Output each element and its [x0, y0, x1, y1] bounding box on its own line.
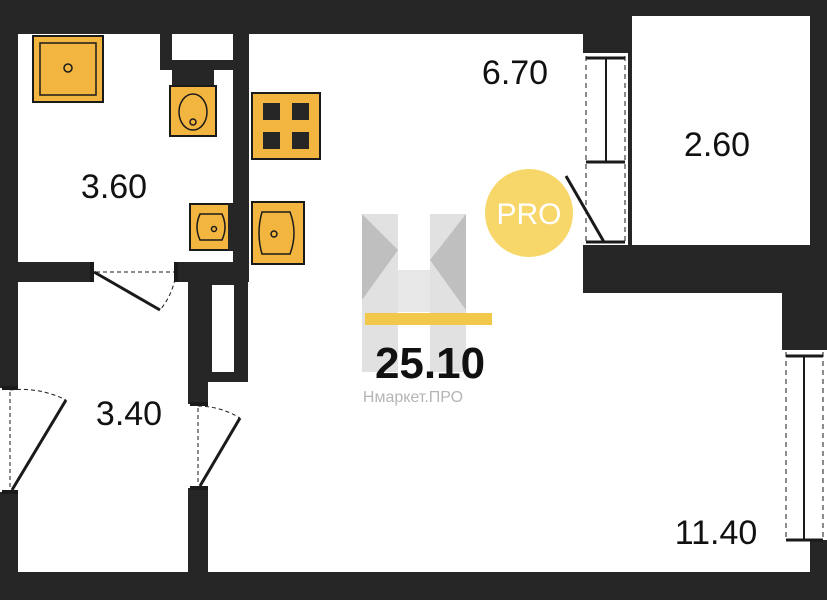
hall-door [190, 402, 242, 490]
wall-balcony-divider [628, 16, 632, 256]
wall-top [0, 0, 600, 34]
bath-door-leaf [93, 270, 161, 312]
opening-entry-door [0, 388, 18, 492]
wall-right-upper [810, 0, 827, 278]
cooktop-burner-2 [292, 103, 309, 120]
cooktop-icon [251, 92, 321, 160]
fixtures [32, 35, 321, 265]
room-area-main: 11.40 [675, 514, 758, 552]
room-area-bathroom: 3.60 [81, 168, 147, 206]
toilet-icon [169, 70, 217, 137]
total-area: 25.10 [375, 339, 485, 388]
wall-balcony-bottom [583, 245, 827, 293]
nmarket-h-logo-icon [362, 214, 466, 372]
washbasin-icon [189, 203, 234, 251]
entry-door-leaf [10, 399, 68, 491]
cooktop-burner-4 [292, 132, 309, 149]
wall-left-upper [0, 0, 18, 390]
kitchen-sink-icon [251, 201, 305, 265]
toilet-flush [189, 118, 197, 126]
balcony-door [564, 56, 626, 244]
wall-bottom [0, 572, 827, 600]
wall-balcony-left-top [583, 16, 628, 53]
wall-shaft-left [160, 34, 172, 64]
hall-door-leaf [198, 417, 242, 487]
main-window [785, 352, 824, 542]
wall-right-lower [810, 540, 827, 600]
logo-right-facet [430, 214, 466, 310]
shower-icon [32, 35, 104, 103]
balcony-door-leaf [564, 175, 606, 243]
toilet-tank [172, 70, 214, 88]
shower-tray-inner [39, 42, 97, 96]
toilet-bowl [178, 93, 208, 131]
pro-badge [485, 169, 573, 257]
accent-bar [365, 313, 492, 325]
entry-door [2, 386, 68, 494]
wall-niche-inner [212, 285, 234, 372]
cooktop-burner-1 [263, 103, 280, 120]
room-area-hallway: 3.40 [96, 395, 162, 433]
logo-left-facet [362, 214, 398, 300]
wall-shaft-bottom [160, 60, 240, 70]
shower-drain [63, 63, 73, 73]
hall-door-swing [197, 405, 241, 419]
washbasin-drain [210, 225, 218, 233]
bath-door-swing [159, 271, 177, 311]
pro-badge-text: PRO [496, 198, 561, 231]
brand-name: Нмаркет.ПРО [363, 389, 463, 406]
wall-top-right [600, 0, 827, 16]
wall-bath-right [233, 34, 249, 266]
washbasin-bowl [196, 213, 226, 241]
room-area-living: 6.70 [482, 54, 548, 92]
cooktop-body [251, 92, 321, 160]
logo-crossbar [398, 270, 430, 312]
kitchen-sink-drain [270, 230, 278, 238]
room-area-balcony: 2.60 [684, 126, 750, 164]
cooktop-burner-3 [263, 132, 280, 149]
washbasin-mount [228, 204, 234, 250]
bath-door [90, 262, 178, 312]
entry-door-swing [9, 388, 67, 401]
